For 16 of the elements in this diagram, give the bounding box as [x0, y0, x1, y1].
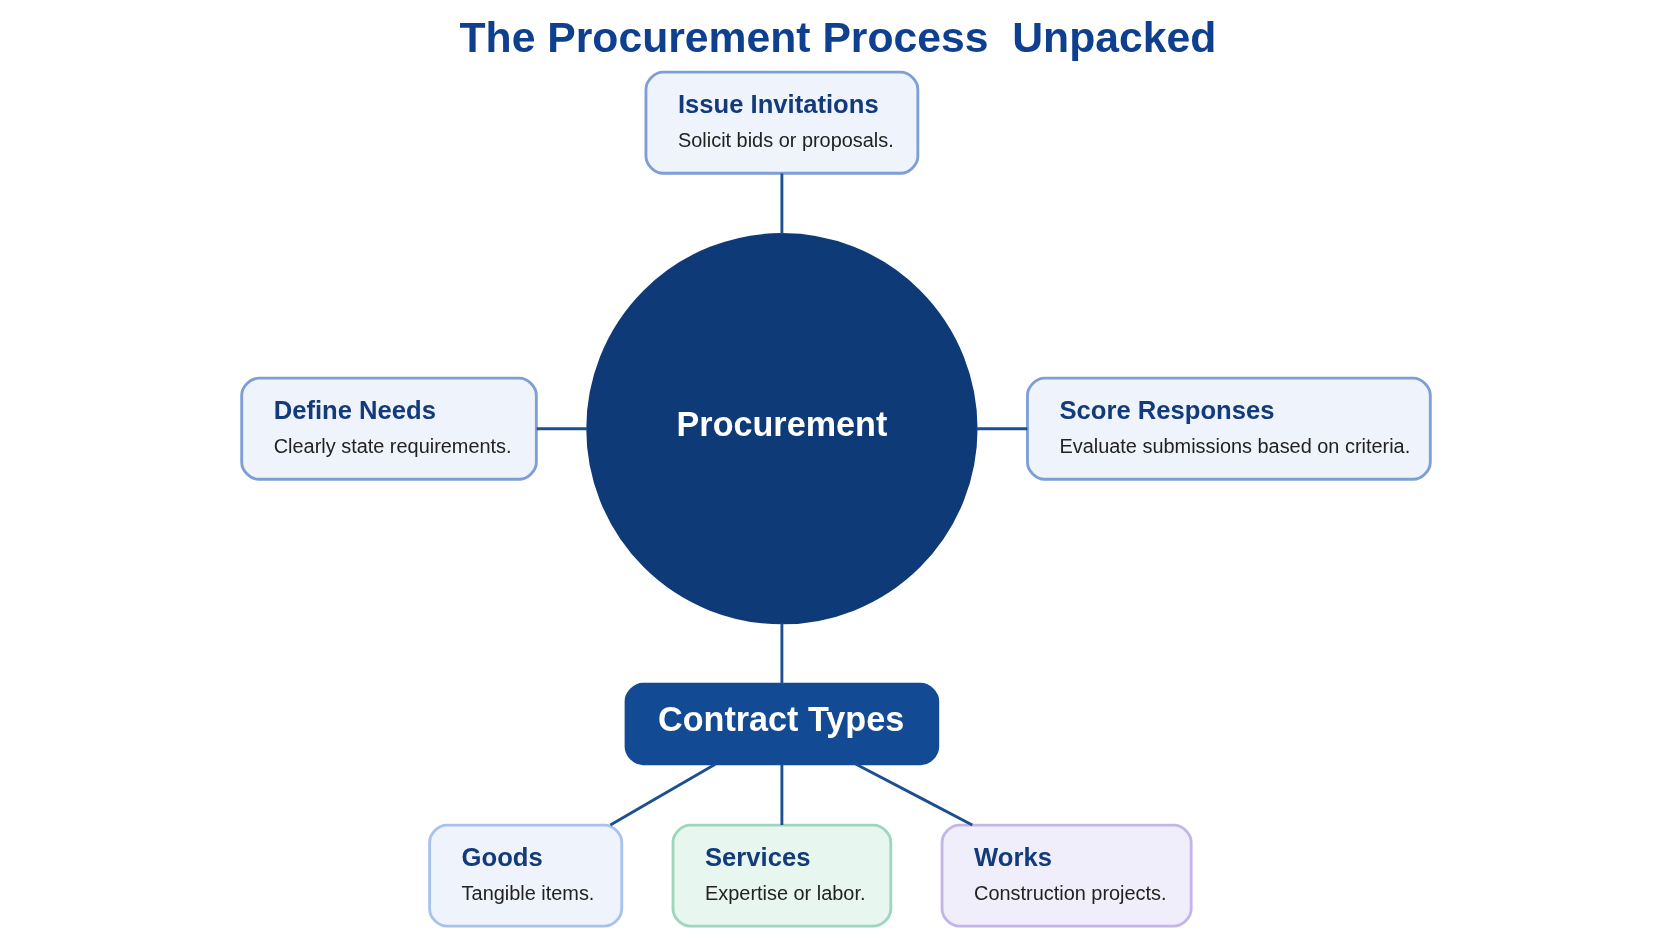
connector: [976, 427, 1028, 431]
connector: [854, 762, 973, 827]
connector: [780, 623, 784, 684]
connector: [536, 427, 588, 431]
node-box: Works Construction projects.: [940, 823, 1193, 928]
connector: [780, 173, 784, 234]
node-circle: Procurement: [586, 233, 978, 625]
diagram-title: The Procurement Process Unpacked: [459, 13, 1217, 62]
connector: [609, 762, 716, 827]
node-box: Issue Invitations Solicit bids or proposals.: [644, 70, 920, 175]
node-box: Goods Tangible items.: [428, 823, 624, 928]
node-box: Contract Types: [624, 682, 940, 766]
node-box: Define Needs Clearly state requirements.: [240, 376, 538, 481]
connector: [780, 764, 784, 826]
node-box: Score Responses Evaluate submissions based on criteria.: [1026, 376, 1432, 481]
node-box: Services Expertise or labor.: [671, 823, 893, 928]
